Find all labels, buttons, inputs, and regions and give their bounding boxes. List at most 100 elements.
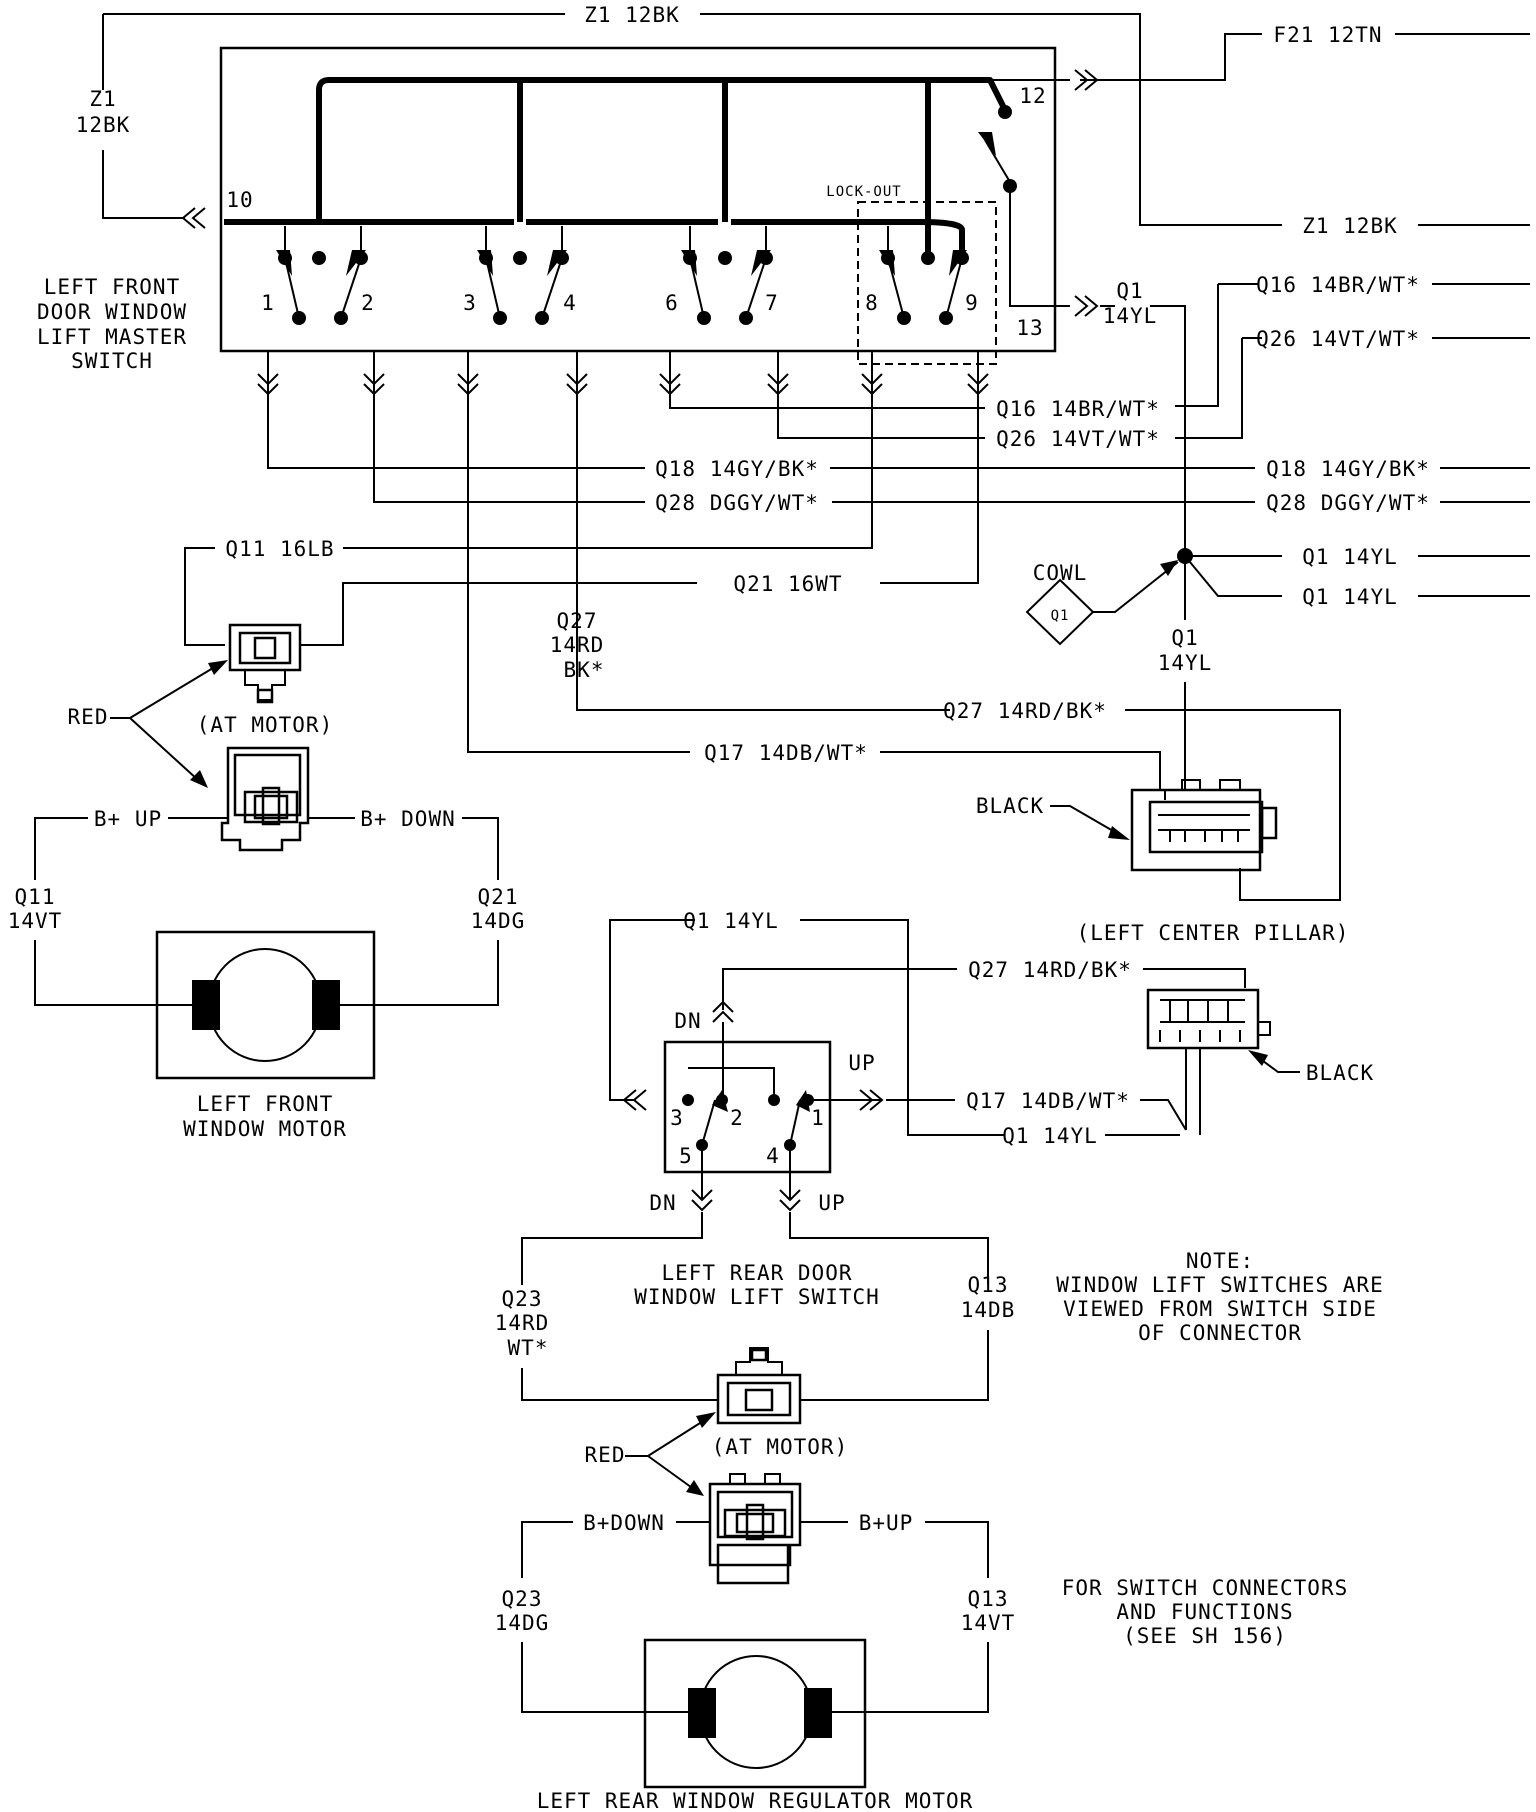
see-sh-1: FOR SWITCH CONNECTORS xyxy=(1062,1576,1349,1600)
z1-top-label: Z1 12BK xyxy=(584,3,680,27)
left-center-pillar: (LEFT CENTER PILLAR) xyxy=(1077,921,1350,945)
q1-14yl-2: Q1 14YL xyxy=(1302,585,1398,609)
q11-label: Q11 16LB xyxy=(225,537,334,561)
q16-mid-label: Q16 14BR/WT* xyxy=(996,397,1160,421)
master-output-wires xyxy=(257,351,989,753)
black-label-2: BLACK xyxy=(1306,1061,1374,1085)
at-motor-1: (AT MOTOR) xyxy=(197,713,333,737)
q1-below-a: Q1 xyxy=(1171,626,1198,650)
master-lower-bus xyxy=(224,219,965,258)
switch-pair-3-4 xyxy=(477,226,569,325)
z1-right-label: Z1 12BK xyxy=(1302,214,1398,238)
bplus-down-2: B+DOWN xyxy=(583,1511,665,1535)
rear-motor-connector xyxy=(716,1347,802,1425)
pin-13: 13 xyxy=(1016,316,1043,340)
q23-label-a: Q23 xyxy=(502,1287,543,1311)
up-label-1: UP xyxy=(848,1051,875,1075)
rear-pin-5: 5 xyxy=(679,1144,693,1168)
q27-label-b: 14RD xyxy=(550,633,605,657)
q11-14vt-a: Q11 xyxy=(15,885,56,909)
master-switch-box xyxy=(219,46,1057,353)
cowl-diamond xyxy=(1025,578,1095,646)
front-motor-title-2: WINDOW MOTOR xyxy=(183,1117,347,1141)
note-2: WINDOW LIFT SWITCHES ARE xyxy=(1056,1273,1383,1297)
rear-pin-2: 2 xyxy=(730,1106,744,1130)
at-motor-2: (AT MOTOR) xyxy=(712,1435,848,1459)
rear-pin-3: 3 xyxy=(670,1106,684,1130)
q23-label-c: WT* xyxy=(508,1336,549,1360)
q21-14dg-a: Q21 xyxy=(478,885,519,909)
pin-2: 2 xyxy=(361,291,375,315)
rear-switch-box xyxy=(663,1040,832,1174)
pin-6: 6 xyxy=(665,291,679,315)
front-motor-plug xyxy=(220,746,310,852)
q13-label-a: Q13 xyxy=(968,1273,1009,1297)
z1-left-label-b: 12BK xyxy=(76,113,131,137)
see-sh-2: AND FUNCTIONS xyxy=(1116,1600,1293,1624)
q27-label-a: Q27 xyxy=(557,609,598,633)
q13-vt-a: Q13 xyxy=(968,1587,1009,1611)
dn-label-2: DN xyxy=(649,1191,676,1215)
bplus-down: B+ DOWN xyxy=(360,807,456,831)
cowl-label: COWL xyxy=(1033,561,1088,585)
pin-10: 10 xyxy=(226,188,253,212)
q27-label-c: BK* xyxy=(564,658,605,682)
q13-label-b: 14DB xyxy=(961,1298,1016,1322)
q1-label-b: 14YL xyxy=(1103,304,1158,328)
q28-mid-label: Q28 DGGY/WT* xyxy=(655,491,819,515)
red-label-2: RED xyxy=(585,1443,626,1467)
q23-dg-a: Q23 xyxy=(502,1587,543,1611)
pin-8: 8 xyxy=(865,291,879,315)
q18-mid-label: Q18 14GY/BK* xyxy=(655,457,819,481)
pin-3: 3 xyxy=(463,291,477,315)
rear-switch-title-1: LEFT REAR DOOR xyxy=(661,1261,852,1285)
master-bus xyxy=(316,77,1008,222)
q26-right-label: Q26 14VT/WT* xyxy=(1256,327,1420,351)
rear-pin-4: 4 xyxy=(766,1144,780,1168)
q11-14vt-b: 14VT xyxy=(8,909,63,933)
lockout-label: LOCK-OUT xyxy=(826,184,901,200)
z1-left-label-a: Z1 xyxy=(89,87,116,111)
rear-window-motor xyxy=(643,1638,867,1789)
q27-long-label: Q27 14RD/BK* xyxy=(943,699,1107,723)
q1-14yl-rear: Q1 14YL xyxy=(683,909,779,933)
cowl-q1: Q1 xyxy=(1051,608,1070,624)
q21-14dg-b: 14DG xyxy=(471,909,526,933)
front-window-motor xyxy=(155,930,376,1080)
q23-dg-b: 14DG xyxy=(495,1611,550,1635)
pin-1: 1 xyxy=(261,291,275,315)
f21-label: F21 12TN xyxy=(1273,23,1382,47)
q18-right-label: Q18 14GY/BK* xyxy=(1266,457,1430,481)
master-title-1: LEFT FRONT xyxy=(44,275,180,299)
red-label-1: RED xyxy=(68,705,109,729)
rear-switch-title-2: WINDOW LIFT SWITCH xyxy=(634,1285,880,1309)
master-title-3: LIFT MASTER xyxy=(37,325,187,349)
black-label-1: BLACK xyxy=(976,794,1044,818)
switch-pair-8-9 xyxy=(879,226,969,325)
q1-label-a: Q1 xyxy=(1116,279,1143,303)
pin-12: 12 xyxy=(1019,84,1046,108)
up-label-2: UP xyxy=(818,1191,845,1215)
q1-below-b: 14YL xyxy=(1158,651,1213,675)
q28-right-label: Q28 DGGY/WT* xyxy=(1266,491,1430,515)
q1-14yl-1: Q1 14YL xyxy=(1302,545,1398,569)
q23-label-b: 14RD xyxy=(495,1311,550,1335)
pin-7: 7 xyxy=(765,291,779,315)
note-1: NOTE: xyxy=(1186,1249,1254,1273)
bplus-up: B+ UP xyxy=(94,807,162,831)
rear-pin-1: 1 xyxy=(811,1106,825,1130)
rear-switch-contacts xyxy=(622,1022,884,1185)
pin-4: 4 xyxy=(563,291,577,315)
dn-label-1: DN xyxy=(674,1009,701,1033)
master-title-4: SWITCH xyxy=(71,349,153,373)
q21-label: Q21 16WT xyxy=(733,572,842,596)
q17-rear: Q17 14DB/WT* xyxy=(966,1089,1130,1113)
switch-pair-6-7 xyxy=(681,226,773,325)
q26-mid-label: Q26 14VT/WT* xyxy=(996,427,1160,451)
wire-z1-top xyxy=(103,13,1530,226)
front-motor-title-1: LEFT FRONT xyxy=(197,1092,333,1116)
lockout-box xyxy=(857,201,997,365)
rear-motor-title: LEFT REAR WINDOW REGULATOR MOTOR xyxy=(537,1789,974,1812)
switch-pair-1-2 xyxy=(276,226,368,325)
